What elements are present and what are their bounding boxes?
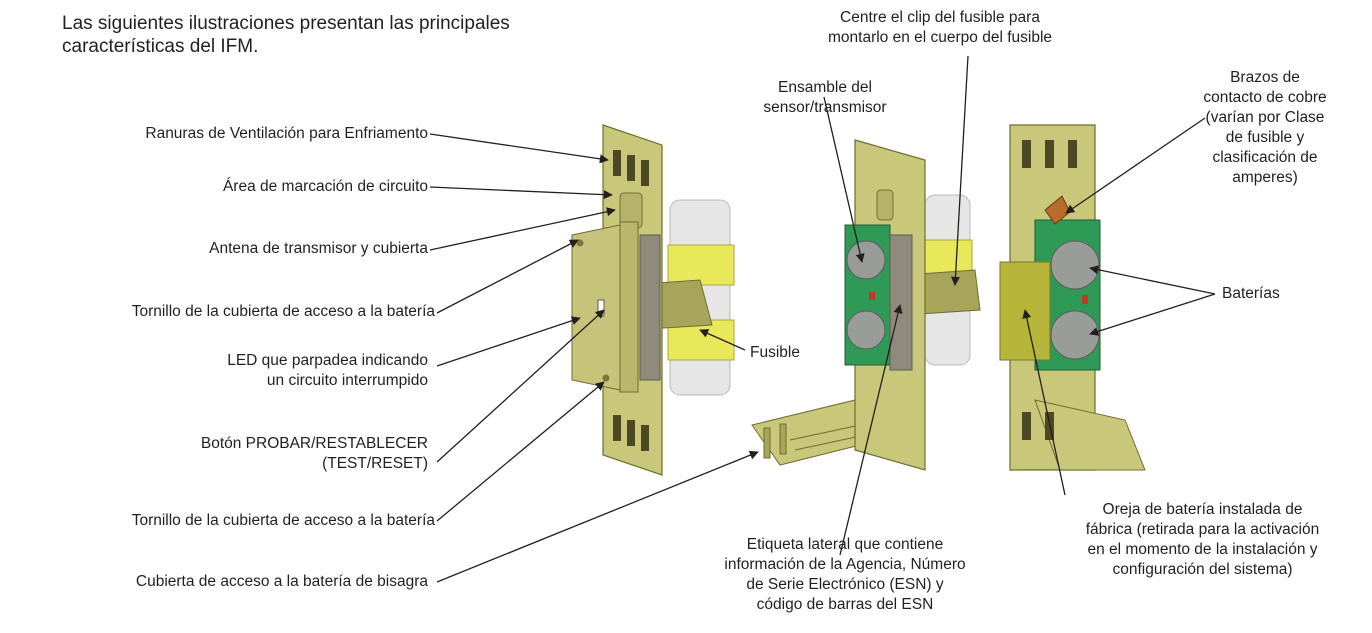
vent-slot xyxy=(613,415,621,441)
vent-slot xyxy=(641,425,649,451)
label-line: sensor/transmisor xyxy=(763,99,887,116)
label-line: código de barras del ESN xyxy=(756,596,934,613)
label-hinge-cover: Cubierta de acceso a la batería de bisag… xyxy=(135,573,428,590)
label-side-label: Etiqueta lateral que contiene informació… xyxy=(680,535,1010,615)
label-sensor-transmitter: Ensamble del sensor/transmisor xyxy=(710,78,940,118)
label-copper-contact-arms: Brazos de contacto de cobre (varían por … xyxy=(1165,68,1365,188)
vent-slot xyxy=(1068,140,1077,168)
intro-line: Las siguientes ilustraciones presentan l… xyxy=(62,13,510,34)
vent-slot xyxy=(1045,140,1054,168)
label-line: montarlo en el cuerpo del fusible xyxy=(827,29,1053,46)
label-strip xyxy=(889,234,913,371)
label-line: (TEST/RESET) xyxy=(322,455,428,472)
label-line: Botón PROBAR/RESTABLECER xyxy=(200,435,428,452)
label-line: en el momento de la instalación y xyxy=(1087,541,1318,558)
label-fuse-clip: Centre el clip del fusible para montarlo… xyxy=(800,8,1080,48)
antenna-cover xyxy=(876,189,894,221)
device-front-view xyxy=(571,124,735,476)
leader-lines xyxy=(429,55,1216,583)
screw xyxy=(602,374,610,382)
vent-slot xyxy=(627,420,635,446)
label-screw-top: Tornillo de la cubierta de acceso a la b… xyxy=(131,303,435,320)
sensor-body xyxy=(619,221,639,393)
red-component xyxy=(1082,295,1088,304)
battery xyxy=(846,240,886,280)
label-line: LED que parpadea indicando xyxy=(227,352,428,369)
label-line: fábrica (retirada para la activación xyxy=(1085,521,1320,538)
label-line: (varían por Clase xyxy=(1205,109,1325,126)
label-marking-area: Área de marcación de circuito xyxy=(222,178,428,195)
device-side-view xyxy=(844,139,981,471)
label-fuse: Fusible xyxy=(750,344,800,361)
fuse-band xyxy=(667,244,735,286)
label-line: contacto de cobre xyxy=(1203,89,1327,106)
vent-slot xyxy=(613,150,621,176)
label-led: LED que parpadea indicando un circuito i… xyxy=(227,351,428,391)
label-line: un circuito interrumpido xyxy=(266,372,428,389)
label-line: Centre el clip del fusible para xyxy=(840,9,1040,26)
label-ventilation: Ranuras de Ventilación para Enfriamento xyxy=(145,125,428,142)
battery xyxy=(1050,240,1100,290)
vent-slot xyxy=(627,155,635,181)
label-line: configuración del sistema) xyxy=(1112,561,1293,578)
label-line: Oreja de batería instalada de xyxy=(1102,501,1303,518)
intro-line: características del IFM. xyxy=(62,36,259,57)
battery xyxy=(1050,310,1100,360)
label-line: de fusible y xyxy=(1225,129,1305,146)
battery xyxy=(846,310,886,350)
label-line: Ensamble del xyxy=(778,79,872,96)
vent-slot xyxy=(1022,140,1031,168)
label-antenna: Antena de transmisor y cubierta xyxy=(209,240,428,257)
label-battery-tab: Oreja de batería instalada de fábrica (r… xyxy=(1040,500,1365,580)
red-component xyxy=(869,292,875,300)
label-line: Brazos de xyxy=(1230,69,1300,86)
label-line: de Serie Electrónico (ESN) y xyxy=(746,576,944,593)
label-line: información de la Agencia, Número xyxy=(724,556,966,573)
label-batteries: Baterías xyxy=(1222,285,1280,302)
label-line: clasificación de xyxy=(1212,149,1318,166)
vent-slot xyxy=(641,160,649,186)
battery-cover xyxy=(571,224,621,391)
vent-slot xyxy=(1022,412,1031,440)
base-hinge xyxy=(1034,399,1146,471)
label-strip xyxy=(639,234,661,381)
intro-text: Las siguientes ilustraciones presentan l… xyxy=(62,12,510,58)
label-screw-bottom: Tornillo de la cubierta de acceso a la b… xyxy=(131,512,435,529)
label-line: amperes) xyxy=(1232,169,1298,186)
label-line: Etiqueta lateral que contiene xyxy=(746,536,944,553)
label-test-reset-button: Botón PROBAR/RESTABLECER (TEST/RESET) xyxy=(201,434,428,474)
device-back-view xyxy=(999,124,1146,471)
